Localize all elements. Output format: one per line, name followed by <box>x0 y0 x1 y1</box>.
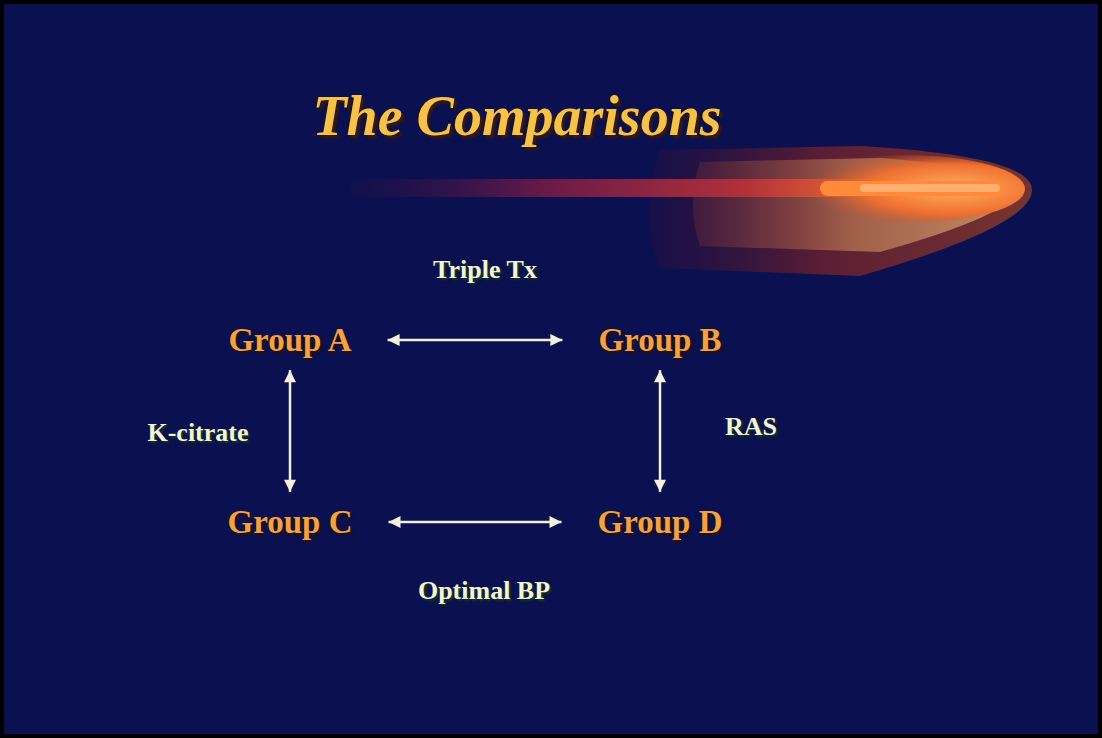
slide-ground <box>4 4 1098 734</box>
comparison-label: Triple Tx <box>433 256 537 285</box>
group-node: Group D <box>561 492 758 552</box>
group-node: Group B <box>562 310 757 370</box>
group-node: Group C <box>191 492 388 552</box>
group-node: Group A <box>192 310 387 370</box>
slide-title: The Comparisons <box>312 86 721 148</box>
comparison-arrow <box>289 370 292 492</box>
comparison-label: Optimal BP <box>418 577 550 606</box>
group-label: Group A <box>228 322 351 358</box>
comparison-arrow <box>389 521 562 524</box>
group-label: Group D <box>597 504 722 540</box>
comparison-label: RAS <box>725 413 777 442</box>
comparison-arrow <box>659 370 662 492</box>
group-label: Group C <box>227 504 352 540</box>
comparison-arrow <box>388 339 563 342</box>
group-label: Group B <box>598 322 721 358</box>
comparison-label: K-citrate <box>147 419 248 448</box>
